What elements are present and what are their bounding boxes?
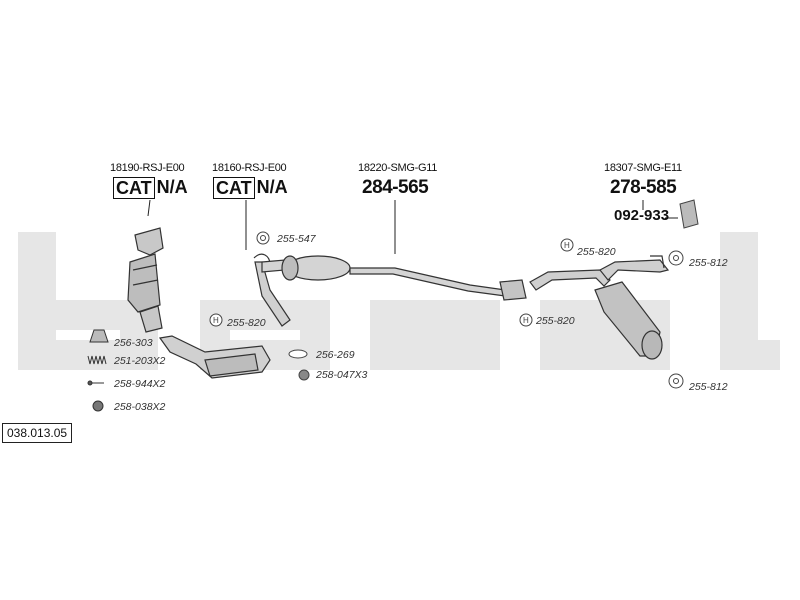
cat-suffix-2: N/A [256, 177, 288, 197]
fitting-label-f2: 255-547 [277, 233, 316, 245]
svg-text:H: H [213, 316, 219, 325]
middle-silencer [261, 255, 527, 301]
fitting-label-seal: 256-303 [114, 337, 153, 349]
hanger-icons: H H H [209, 199, 699, 389]
fitting-label-f6: 255-820 [577, 246, 616, 258]
fitting-label-f7: 255-812 [689, 257, 728, 269]
hanger-icon-f8 [668, 373, 684, 389]
seal-icon [89, 329, 109, 343]
rear-silencer [529, 255, 670, 360]
left-parts-icons [87, 329, 109, 412]
nut-icon [92, 400, 104, 412]
hanger-icon-f2 [256, 231, 270, 245]
part-code-1: 18190-RSJ-E00 [110, 162, 185, 174]
fitting-label-f5: 255-820 [536, 315, 575, 327]
fitting-label-f1: 255-820 [227, 317, 266, 329]
hanger-icon-f1: H [209, 313, 223, 327]
part-sub-number-4: 092-933 [614, 207, 670, 224]
cat-label-1: CAT N/A [113, 177, 188, 199]
catalytic-converter-1 [127, 227, 164, 333]
part-code-2: 18160-RSJ-E00 [212, 162, 287, 174]
svg-text:H: H [523, 316, 529, 325]
hanger-icon-f6: H [560, 238, 574, 252]
fitting-label-spring: 251-203X2 [114, 355, 166, 367]
part-number-3: 284-565 [362, 177, 429, 198]
part-code-3: 18220-SMG-G11 [358, 162, 438, 174]
front-pipe [158, 253, 291, 379]
gasket-icon-f3 [288, 349, 308, 359]
fitting-label-f4: 258-047X3 [316, 369, 368, 381]
cat-tag-2: CAT [213, 177, 255, 199]
part-number-4: 278-585 [610, 177, 677, 198]
leader-lines [147, 199, 678, 254]
svg-text:H: H [564, 241, 570, 250]
part-code-4: 18307-SMG-E11 [604, 162, 682, 174]
cat-tag-1: CAT [113, 177, 155, 199]
spring-icon [87, 355, 107, 365]
mount-bracket-icon [679, 199, 699, 229]
fitting-label-nut: 258-038X2 [114, 401, 166, 413]
nut-icon-f4 [298, 369, 310, 381]
fitting-label-f3: 256-269 [316, 349, 355, 361]
fitting-label-bolt: 258-944X2 [114, 378, 166, 390]
bolt-icon [87, 380, 104, 386]
fitting-label-f8: 255-812 [689, 381, 728, 393]
hanger-icon-f5: H [519, 313, 533, 327]
hanger-icon-f7 [668, 250, 684, 266]
cat-label-2: CAT N/A [213, 177, 288, 199]
diagram-ref-number: 038.013.05 [2, 423, 73, 443]
cat-suffix-1: N/A [156, 177, 188, 197]
